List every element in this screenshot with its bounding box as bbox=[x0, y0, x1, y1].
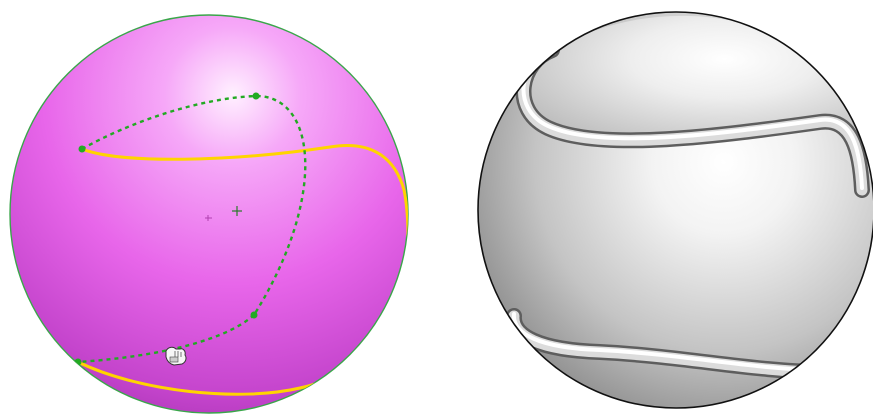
construction-sketch-lower[interactable] bbox=[77, 314, 255, 364]
hand-pointer-icon bbox=[165, 346, 187, 366]
sphere-face[interactable] bbox=[10, 15, 408, 413]
sketch-endpoint[interactable] bbox=[78, 145, 86, 153]
ball-seam-upper-highlight bbox=[521, 46, 864, 190]
magenta-sphere-model[interactable] bbox=[9, 14, 409, 414]
plus-icon bbox=[232, 206, 242, 216]
tennis-ball-model[interactable] bbox=[477, 11, 873, 409]
ball-silhouette-edge[interactable] bbox=[477, 11, 873, 409]
sketch-endpoint[interactable] bbox=[252, 92, 260, 100]
sketch-endpoint[interactable] bbox=[250, 311, 258, 319]
construction-sketch-upper[interactable] bbox=[81, 94, 307, 316]
origin-icon bbox=[205, 215, 212, 221]
selected-curve-upper[interactable] bbox=[80, 144, 408, 280]
